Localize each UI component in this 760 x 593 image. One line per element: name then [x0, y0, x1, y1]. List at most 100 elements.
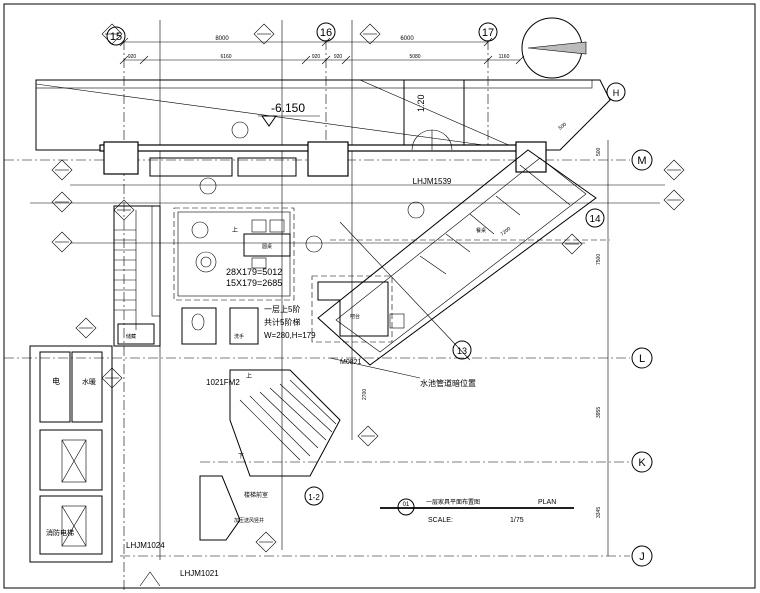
dim-8000: 8000	[215, 36, 229, 42]
shaft-block	[29, 345, 113, 563]
grid-label-16: 16	[320, 27, 332, 39]
grid-bubble-J	[631, 545, 653, 567]
level-value: -6.150	[271, 101, 305, 115]
table-label-1: 餐桌	[476, 227, 486, 234]
room-fire-elevator: 消防电梯	[46, 528, 74, 537]
door-label-lhjm1024: LHJM1024	[126, 541, 165, 550]
stair-count-1: 28X179=5012	[226, 267, 282, 277]
grid-label-H: H	[613, 88, 620, 98]
grid-bubble-13	[452, 340, 472, 360]
dim-500: 500	[596, 147, 602, 156]
up-arrow-1: 上	[246, 372, 252, 380]
drawing-border	[3, 3, 756, 589]
left-stair	[113, 205, 161, 347]
elevation-tag-icon	[663, 159, 685, 181]
dining-table-icon	[243, 233, 291, 257]
title-scale: 1/75	[510, 517, 524, 524]
chair-3-icon	[251, 257, 267, 269]
dim-3955: 3955	[596, 407, 602, 418]
elevation-tag-icon	[51, 159, 73, 181]
level-marker-icon	[261, 115, 277, 127]
elevation-tag-icon	[51, 191, 73, 213]
washroom	[229, 307, 259, 345]
door-swing-icon	[139, 571, 161, 587]
elevation-tags	[51, 23, 685, 553]
dining-zone	[173, 207, 295, 301]
elevation-tag-icon	[113, 199, 135, 221]
grid-bubble-M	[631, 149, 653, 171]
stair-note-2: 共计5阶梯	[264, 317, 300, 327]
storage-room	[117, 323, 155, 345]
elevation-tag-icon	[663, 189, 685, 211]
elevation-tag-icon	[561, 233, 583, 255]
chair-1-icon	[251, 219, 267, 233]
stair-front-room	[199, 475, 241, 541]
elevation-tag-icon	[75, 317, 97, 339]
detail-callouts	[191, 121, 425, 253]
pipe-leader	[329, 357, 421, 379]
dim-7200: 7200	[500, 226, 513, 238]
grid-bubble-17	[478, 22, 498, 42]
stair-count-2: 15X179=2685	[226, 278, 282, 288]
room-electric: 电	[52, 376, 60, 386]
title-plan: PLAN	[538, 499, 556, 506]
bar-label: 吧台	[350, 313, 360, 320]
counter-strip-left	[149, 157, 233, 177]
door-lhjm1539-icon	[411, 129, 453, 151]
sink-icon	[389, 313, 405, 329]
counter-strip-right	[237, 157, 297, 177]
elevation-tag-icon	[359, 23, 381, 45]
grid-bubble-K	[631, 451, 653, 473]
dim-500-diag: 500	[558, 122, 568, 132]
dim-7500: 7500	[596, 254, 602, 265]
dim-1160: 1160	[499, 54, 510, 60]
grid-label-J: J	[639, 551, 645, 563]
elevation-tag-icon	[51, 231, 73, 253]
plant-icon	[195, 251, 217, 273]
dim-6000: 6000	[400, 36, 414, 42]
wall-band	[99, 141, 547, 177]
dim-920b: 920	[312, 54, 321, 60]
grid-bubble-12	[304, 486, 324, 506]
ramp-slope: 1:20	[416, 94, 426, 112]
grid-bubble-16	[316, 22, 336, 42]
grid-label-17: 17	[482, 27, 494, 39]
grid-label-L: L	[639, 353, 645, 365]
down-arrow-1: 下	[238, 453, 244, 460]
grid-label-K: K	[638, 457, 646, 469]
grid-label-M: M	[637, 155, 646, 167]
grid-bubble-15	[106, 26, 126, 46]
title-name: 一层家具平面布置图	[426, 498, 480, 506]
grid-bubble-H	[606, 82, 626, 102]
elevation-tag-icon	[253, 23, 275, 45]
elevation-tag-icon	[255, 531, 277, 553]
chair-2-icon	[269, 219, 285, 233]
grid-label-14: 14	[589, 214, 601, 225]
dim-920c: 920	[334, 54, 343, 60]
grid-bubble-14	[585, 208, 605, 228]
title-scale-label: SCALE:	[428, 517, 453, 524]
toilet-icon	[191, 313, 205, 331]
dim-3345: 3345	[596, 507, 602, 518]
ramp-band	[35, 79, 611, 151]
diagonal-wing	[317, 149, 610, 366]
north-arrow-icon	[521, 17, 587, 79]
smoke-shaft-label: 加压送风竖井	[234, 517, 264, 524]
elevation-tag-icon	[101, 367, 123, 389]
elevation-tag-icon	[357, 425, 379, 447]
grid-label-12: 1-2	[308, 493, 320, 502]
central-stair	[229, 369, 341, 477]
dim-2700: 2700	[362, 389, 368, 400]
elevation-tag-icon	[101, 23, 123, 45]
grid-label-15: 15	[110, 31, 122, 43]
title-bubble	[397, 498, 415, 516]
dim-ticks	[119, 37, 525, 65]
toilet-room	[181, 307, 217, 345]
door-label-1021fm2: 1021FM2	[206, 378, 240, 387]
dim-6160: 6160	[220, 54, 231, 60]
storage-label: 储藏	[126, 333, 136, 340]
stair-note-1: 一层上5阶	[264, 304, 300, 314]
stair-note-3: W=280,H=179	[264, 331, 316, 340]
grid-bubble-L	[631, 347, 653, 369]
